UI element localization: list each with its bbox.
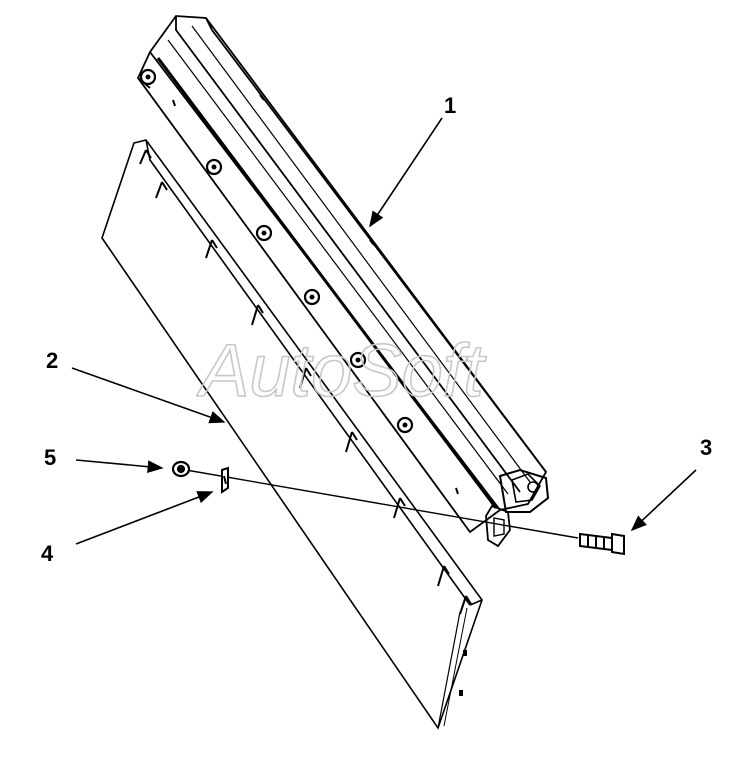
callout-1: 1 [444,93,457,118]
part-4-clip [221,466,229,494]
watermark-text: AutoSoft [196,330,487,410]
beam-marks [172,94,459,495]
watermark-logo: AutoSoft [196,330,488,410]
edge-clips [139,149,472,615]
callout-5: 5 [44,445,57,470]
callout-2: 2 [46,348,59,373]
part-5-nut [171,460,191,478]
part-1-beam [136,15,550,548]
leader-5 [75,459,164,474]
callout-4: 4 [41,541,54,566]
assembly-axis-line [185,469,579,539]
part-2-plate [101,139,483,730]
leader-1 [369,117,443,228]
leader-lines [71,117,697,545]
leader-3 [630,469,697,532]
beam-nut-inner [145,74,408,428]
callout-3: 3 [700,435,713,460]
leader-4 [75,491,214,545]
part-3-bolt [579,532,625,556]
leader-2 [71,367,226,424]
